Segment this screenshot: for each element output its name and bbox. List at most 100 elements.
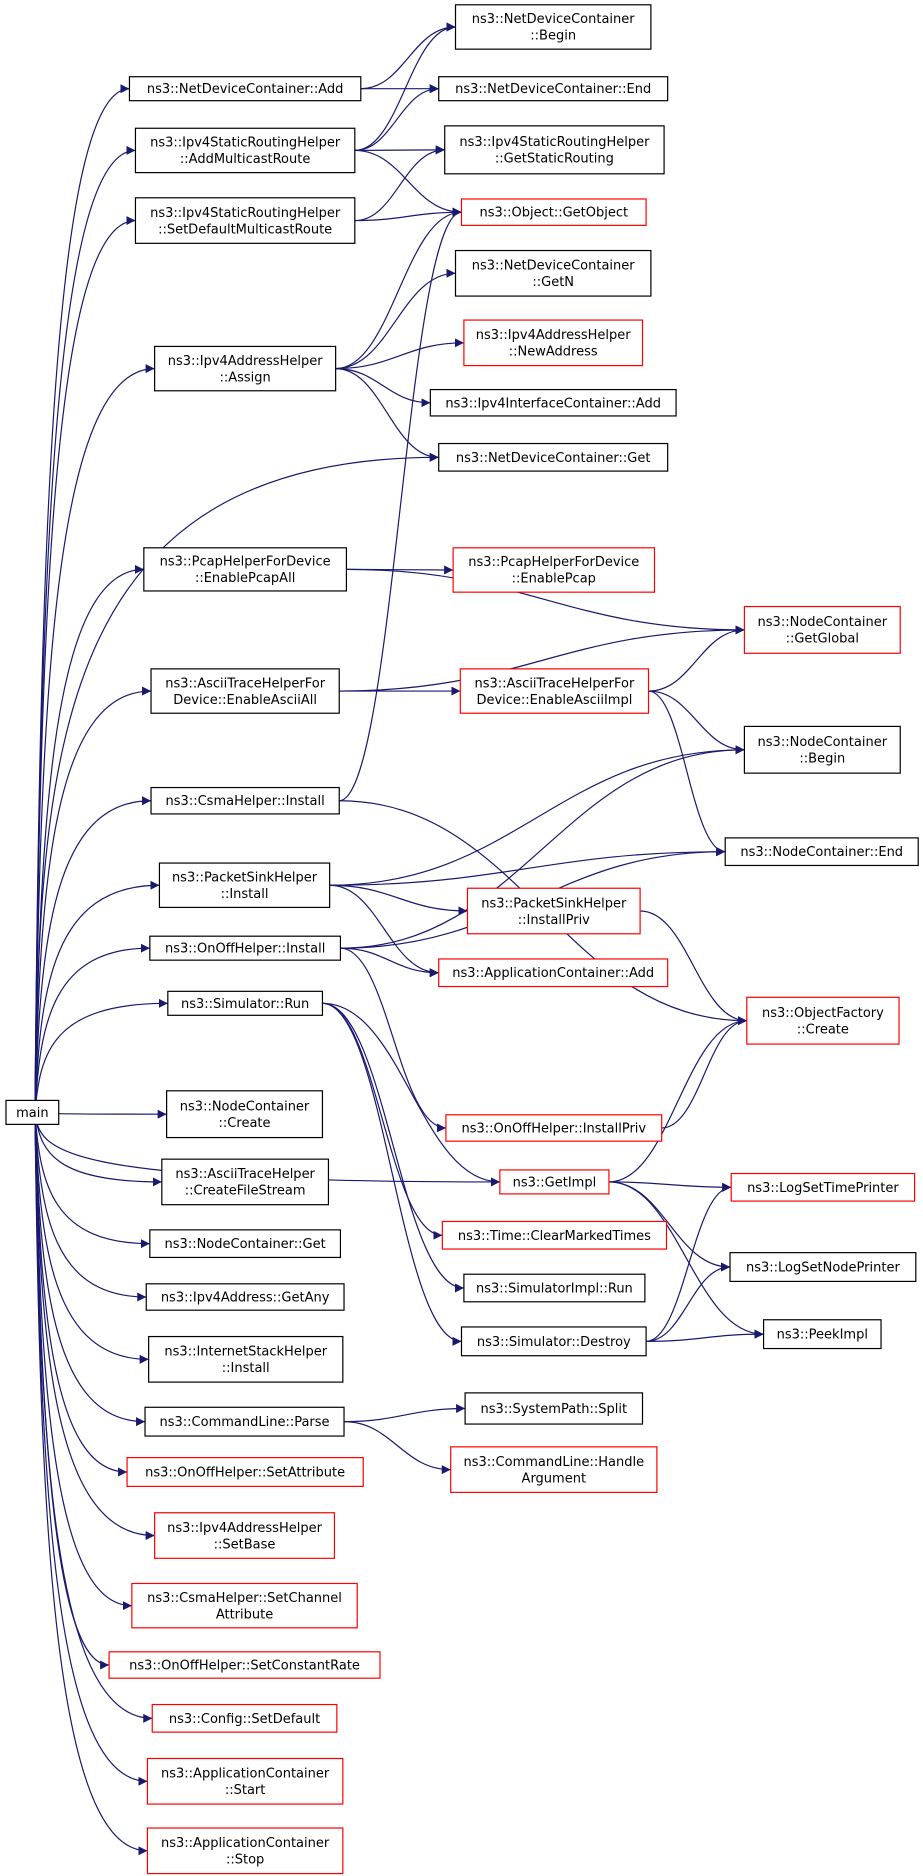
node-nc-end[interactable]: ns3::NodeContainer::End (724, 837, 919, 867)
node-iic-add[interactable]: ns3::Ipv4InterfaceContainer::Add (429, 388, 677, 417)
node-box (134, 127, 356, 174)
node-label-line: ns3::CommandLine::Handle (464, 1455, 645, 1470)
node-label-line: ns3::PacketSinkHelper (481, 896, 627, 911)
node-box (161, 1158, 330, 1206)
node-label-line: ::InstallPriv (518, 913, 590, 928)
node-logtime[interactable]: ns3::LogSetTimePrinter (730, 1172, 916, 1202)
edge-main-to-ac-start (34, 1112, 148, 1786)
edge-main-to-isrh-setdef (34, 216, 136, 1113)
node-phfd-pcap[interactable]: ns3::PcapHelperForDevice::EnablePcap (452, 547, 656, 593)
node-label-line: ::AddMulticastRoute (180, 152, 310, 167)
node-label-line: ::Begin (530, 29, 576, 44)
edge-psh-install-to-nc-begin (329, 745, 745, 886)
node-ac-start[interactable]: ns3::ApplicationContainer::Start (146, 1757, 344, 1805)
node-obj-getobj[interactable]: ns3::Object::GetObject (460, 198, 647, 226)
edge-iah-assign-to-iah-newaddr (335, 338, 464, 370)
node-ish-install[interactable]: ns3::InternetStackHelper::Install (148, 1335, 344, 1383)
node-iah-newaddr[interactable]: ns3::Ipv4AddressHelper::NewAddress (463, 319, 644, 367)
node-box (154, 345, 337, 392)
node-of-create[interactable]: ns3::ObjectFactory::Create (746, 996, 900, 1045)
node-label-line: ::GetStaticRouting (495, 152, 614, 167)
node-box (729, 1252, 917, 1283)
node-box (724, 837, 919, 867)
edge-psh-install-to-nc-end (329, 847, 726, 886)
node-label-line: ns3::ApplicationContainer (161, 1836, 330, 1851)
node-label-line: ns3::NodeContainer::End (740, 845, 903, 860)
node-nc-begin[interactable]: ns3::NodeContainer::Begin (743, 725, 901, 774)
node-ac-stop[interactable]: ns3::ApplicationContainer::Stop (146, 1827, 344, 1875)
node-simimpl-run[interactable]: ns3::SimulatorImpl::Run (463, 1273, 646, 1303)
node-label-line: ns3::LogSetTimePrinter (747, 1181, 899, 1196)
node-iah-assign[interactable]: ns3::Ipv4AddressHelper::Assign (154, 345, 337, 392)
node-label-line: ns3::Ipv4StaticRoutingHelper (150, 136, 341, 151)
node-label-line: ns3::CommandLine::Parse (160, 1415, 330, 1430)
edge-sim-run-to-getimpl (322, 1002, 500, 1187)
node-label-line: ::Start (225, 1783, 266, 1798)
edge-psh-install-to-psh-priv (329, 884, 468, 916)
node-ndc-end[interactable]: ns3::NetDeviceContainer::End (438, 76, 669, 102)
node-ooh-setattr[interactable]: ns3::OnOffHelper::SetAttribute (126, 1457, 364, 1487)
node-athfd-impl[interactable]: ns3::AsciiTraceHelperForDevice::EnableAs… (459, 668, 650, 714)
node-sim-destroy[interactable]: ns3::Simulator::Destroy (460, 1326, 647, 1357)
edge-main-to-psh-install (34, 880, 160, 1113)
node-psh-priv[interactable]: ns3::PacketSinkHelper::InstallPriv (466, 887, 641, 935)
node-box (144, 1406, 345, 1437)
node-ndc-getn[interactable]: ns3::NetDeviceContainer::GetN (454, 249, 652, 297)
node-label-line: ns3::PacketSinkHelper (172, 870, 318, 885)
edge-sim-run-to-time-clear (322, 1002, 443, 1240)
node-box (146, 1757, 344, 1805)
node-ooh-priv[interactable]: ns3::OnOffHelper::InstallPriv (445, 1114, 663, 1142)
node-ndc-add[interactable]: ns3::NetDeviceContainer::Add (128, 76, 362, 102)
node-isrh-setdef[interactable]: ns3::Ipv4StaticRoutingHelper::SetDefault… (134, 197, 356, 244)
edge-ooh-install-to-nc-begin (340, 745, 745, 949)
node-isrh-getsr[interactable]: ns3::Ipv4StaticRoutingHelper::GetStaticR… (444, 125, 665, 175)
node-lognode[interactable]: ns3::LogSetNodePrinter (729, 1252, 917, 1283)
node-peekimpl[interactable]: ns3::PeekImpl (762, 1319, 882, 1350)
node-iah-setbase[interactable]: ns3::Ipv4AddressHelper::SetBase (154, 1512, 336, 1559)
node-box (730, 1172, 916, 1202)
node-box (150, 668, 340, 714)
node-isrh-addmc[interactable]: ns3::Ipv4StaticRoutingHelper::AddMultica… (134, 127, 356, 174)
node-label-line: ns3::Ipv4AddressHelper (476, 328, 632, 343)
node-cl-parse[interactable]: ns3::CommandLine::Parse (144, 1406, 345, 1437)
node-main[interactable]: main (5, 1099, 60, 1125)
node-ndc-get[interactable]: ns3::NetDeviceContainer::Get (438, 442, 669, 472)
node-psh-install[interactable]: ns3::PacketSinkHelper::Install (158, 862, 331, 909)
node-sp-split[interactable]: ns3::SystemPath::Split (464, 1392, 644, 1425)
node-nc-get[interactable]: ns3::NodeContainer::Get (149, 1229, 342, 1259)
edge-main-to-ooh-setrate (34, 1112, 110, 1670)
node-box (464, 1392, 644, 1425)
node-label-line: ns3::LogSetNodePrinter (746, 1261, 900, 1276)
edge-sim-run-to-sim-destroy (322, 1002, 462, 1346)
node-label-line: ::Stop (226, 1853, 264, 1868)
node-time-clear[interactable]: ns3::Time::ClearMarkedTimes (441, 1220, 668, 1250)
edge-cl-parse-to-cl-handle (344, 1421, 451, 1475)
node-ia-getany[interactable]: ns3::Ipv4Address::GetAny (145, 1283, 345, 1311)
nodes-layer: mainns3::NetDeviceContainer::Addns3::Net… (5, 4, 919, 1875)
node-box (460, 198, 647, 226)
node-phfd-all[interactable]: ns3::PcapHelperForDevice::EnablePcapAll (143, 547, 348, 592)
node-ac-add[interactable]: ns3::ApplicationContainer::Add (438, 958, 669, 988)
node-sim-run[interactable]: ns3::Simulator::Run (167, 990, 324, 1016)
node-nc-create[interactable]: ns3::NodeContainer::Create (166, 1090, 324, 1139)
node-cfg-setdef[interactable]: ns3::Config::SetDefault (151, 1703, 338, 1733)
node-ath-cfs[interactable]: ns3::AsciiTraceHelper::CreateFileStream (161, 1158, 330, 1206)
node-label-line: ::Install (221, 887, 269, 902)
node-box (438, 958, 669, 988)
node-ooh-setrate[interactable]: ns3::OnOffHelper::SetConstantRate (108, 1651, 381, 1679)
edge-main-to-nc-get (34, 1112, 150, 1249)
node-nc-global[interactable]: ns3::NodeContainer::GetGlobal (743, 605, 901, 654)
node-ooh-install[interactable]: ns3::OnOffHelper::Install (149, 935, 342, 961)
node-box (445, 1114, 663, 1142)
node-csma-install[interactable]: ns3::CsmaHelper::Install (150, 786, 340, 815)
node-athfd-all[interactable]: ns3::AsciiTraceHelperForDevice::EnableAs… (150, 668, 340, 714)
node-label-line: ns3::Time::ClearMarkedTimes (458, 1229, 651, 1244)
edge-cl-parse-to-sp-split (344, 1403, 466, 1423)
node-label-line: ns3::OnOffHelper::SetConstantRate (129, 1658, 360, 1673)
node-getimpl[interactable]: ns3::GetImpl (499, 1169, 610, 1195)
node-label-line: ns3::OnOffHelper::Install (165, 942, 325, 957)
node-ndc-begin[interactable]: ns3::NetDeviceContainer::Begin (454, 4, 652, 50)
edge-isrh-addmc-to-ndc-begin (354, 22, 456, 152)
